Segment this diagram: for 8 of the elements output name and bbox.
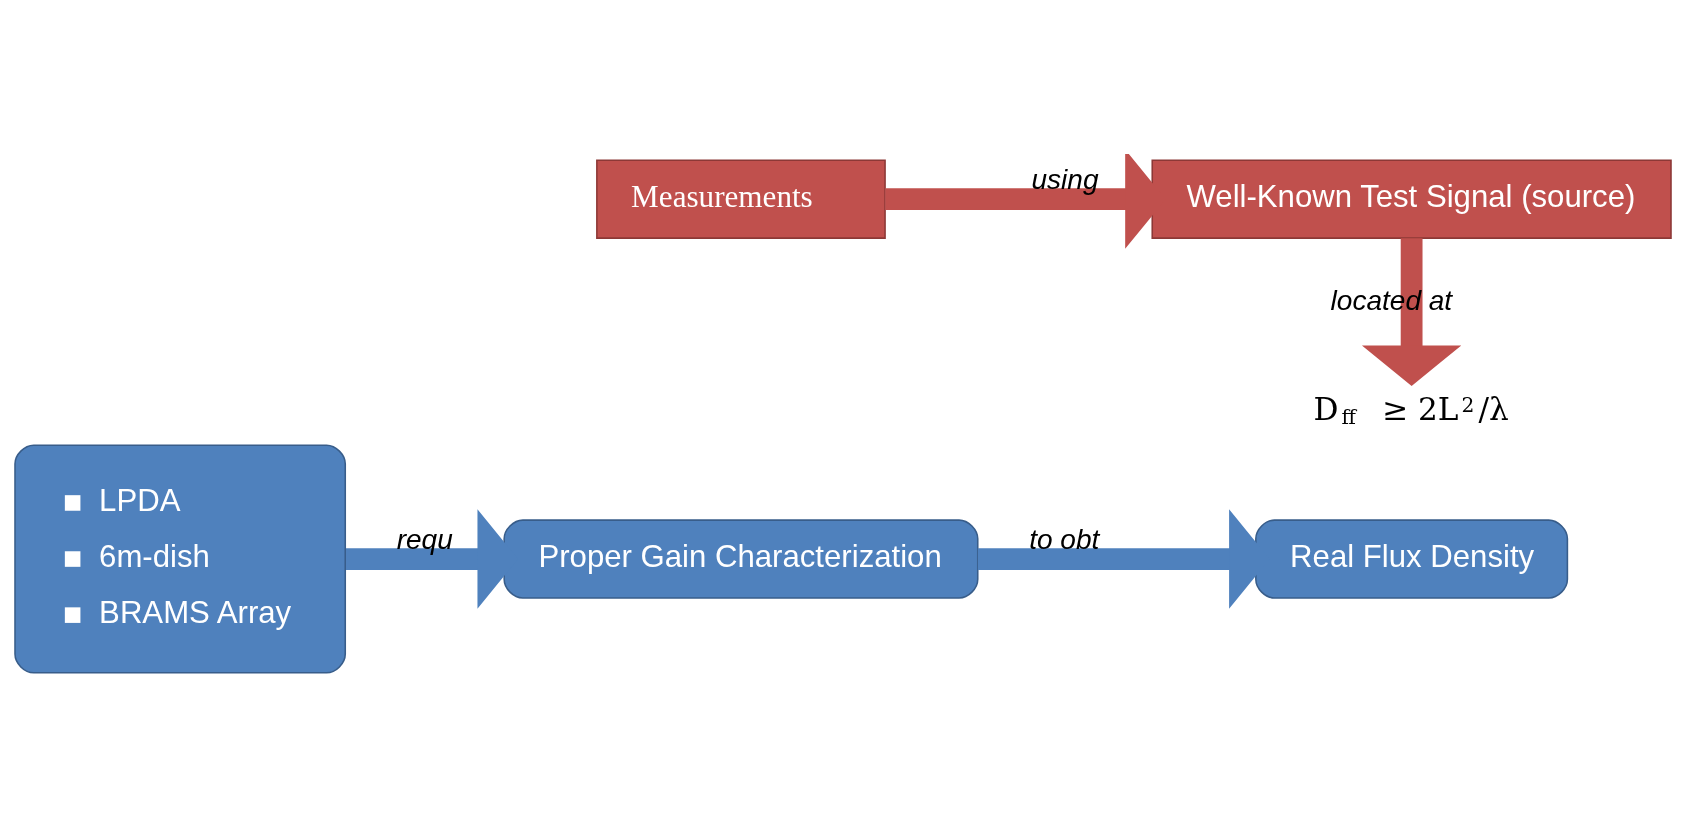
node-box: Proper Gain Characterization (503, 518, 979, 599)
edge-label: to obt (1029, 523, 1100, 555)
node-box: Well-Known Test Signal (source) (1151, 158, 1672, 239)
node-box: LPDA 6m-dish BRAMS Array (14, 444, 347, 674)
edge-label: using (1031, 163, 1099, 195)
edge-label: requ (396, 523, 453, 555)
node-box: Measurements (596, 158, 886, 239)
node-box: Real Flux Density (1255, 518, 1569, 599)
